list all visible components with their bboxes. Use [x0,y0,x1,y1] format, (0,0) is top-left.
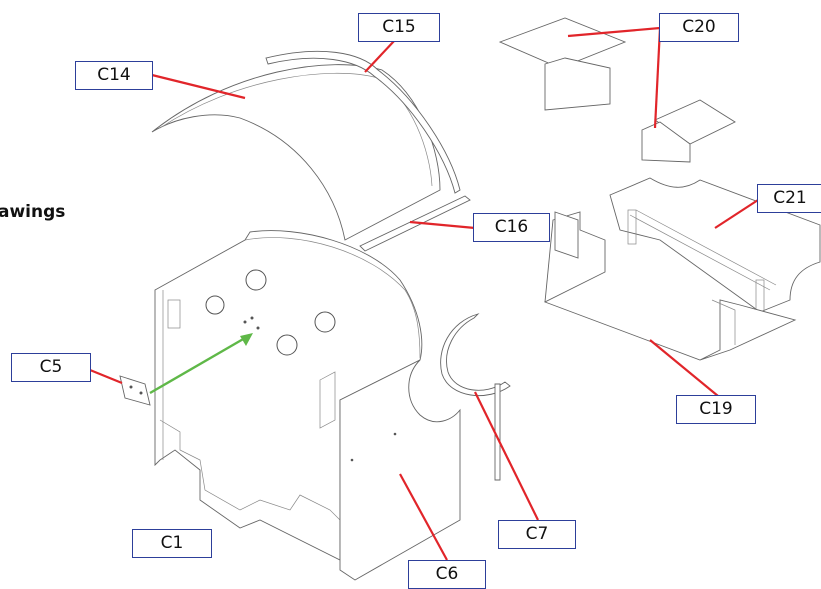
leader-c6 [399,473,448,561]
label-c5: C5 [11,353,91,382]
part-c20-plate-upper [498,17,627,111]
part-c1-cab-body [154,230,423,561]
leader-c20-b [653,27,662,129]
label-c15: C15 [358,13,440,42]
leader-c14 [151,73,246,100]
leader-c21 [714,199,759,229]
label-c21: C21 [757,184,821,213]
label-c16: C16 [473,213,550,242]
leader-c16 [409,220,476,230]
label-c1: C1 [132,529,212,558]
label-c6: C6 [408,560,486,589]
leader-c19 [649,339,719,397]
label-c20: C20 [659,13,739,42]
label-c14: C14 [75,61,153,90]
part-c6-front-panel [339,359,461,581]
part-c19-floor [543,211,797,361]
label-c19: C19 [676,395,756,424]
leader-c20-a [567,26,661,38]
part-c14-roof [151,64,441,241]
assembly-arrow [149,333,253,395]
part-c15-strip [265,50,461,194]
leader-c5 [89,368,123,385]
leader-lines [89,26,759,561]
leader-c15 [364,39,396,73]
leader-c7 [474,391,539,521]
part-c5-plate [119,375,151,406]
label-c7: C7 [498,520,576,549]
section-heading: awings [0,202,66,222]
part-c7-bracket [440,313,511,481]
part-c20-plate-lower [641,99,736,163]
